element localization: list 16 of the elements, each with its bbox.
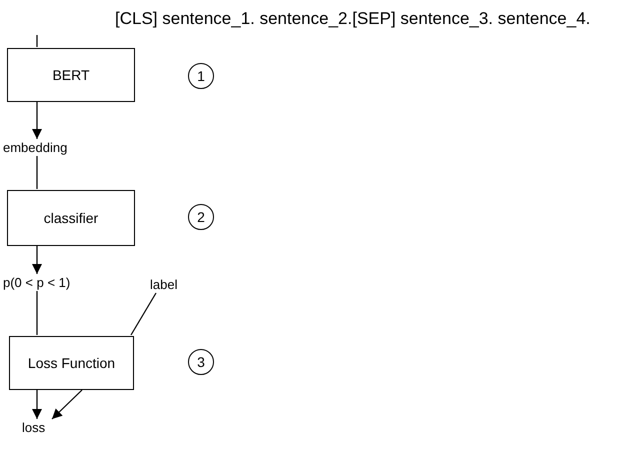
process-box: classifier xyxy=(7,190,135,246)
data-label: p(0 < p < 1) xyxy=(3,275,103,291)
arrow xyxy=(32,102,42,139)
connector-line xyxy=(36,291,38,335)
connector-line xyxy=(36,35,38,47)
arrow xyxy=(52,390,82,420)
process-box: Loss Function xyxy=(9,336,134,390)
connector-line xyxy=(36,156,38,189)
input-text: [CLS] sentence_1. sentence_2.[SEP] sentence_3. sentence_4. xyxy=(115,8,590,30)
arrow xyxy=(32,246,42,274)
arrow xyxy=(32,390,42,419)
data-label: loss xyxy=(22,420,54,436)
data-label: label xyxy=(150,277,184,293)
connector-line xyxy=(130,292,157,336)
process-box: BERT xyxy=(7,48,135,102)
data-label: embedding xyxy=(3,140,73,156)
